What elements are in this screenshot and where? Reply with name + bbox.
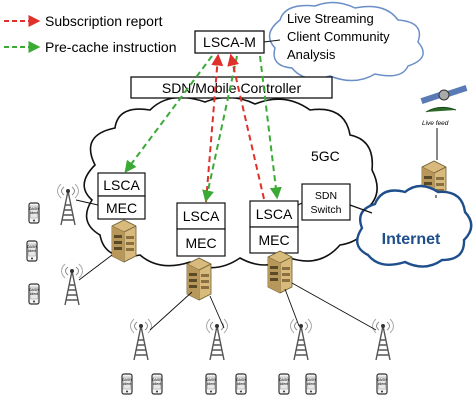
lsca-box-3 (249, 200, 299, 228)
cell-tower-icon (129, 318, 153, 361)
analysis-cloud-line1: Live Streaming (287, 11, 374, 26)
tower-link (149, 291, 193, 331)
svg-text:DASH: DASH (122, 378, 132, 382)
svg-text:DASH: DASH (152, 378, 162, 382)
tower-link (291, 282, 377, 331)
dash-client-device: DASH client (28, 202, 40, 224)
live-feed-label: Live feed (422, 120, 449, 127)
svg-text:client: client (237, 382, 245, 386)
cell-tower-icon (56, 183, 80, 226)
dash-client-device: DASH client (235, 373, 247, 395)
svg-text:DASH: DASH (306, 378, 316, 382)
tower-link (209, 295, 225, 329)
dash-client-device: DASH client (121, 373, 133, 395)
svg-text:DASH: DASH (27, 245, 37, 249)
subscription-arrow-node3 (227, 53, 265, 200)
precache-arrow-node3 (259, 55, 282, 200)
dash-client-device: DASH client (376, 373, 388, 395)
mec-label-3: MEC (258, 232, 289, 248)
legend-precache-label: Pre-cache instruction (45, 39, 177, 55)
analysis-cloud (268, 1, 424, 82)
mec-box-3 (249, 226, 299, 254)
svg-text:DASH: DASH (29, 288, 39, 292)
internet-cloud (356, 184, 473, 268)
lsca-m-label: LSCA-M (203, 34, 256, 50)
mec-label-2: MEC (185, 235, 216, 251)
precache-arrow-node1 (124, 55, 213, 173)
cell-tower-icon (60, 263, 84, 306)
svg-text:client: client (207, 382, 215, 386)
server-rack-icon (111, 219, 137, 263)
internet-label: Internet (382, 231, 441, 248)
svg-text:client: client (30, 292, 38, 296)
lsca-m-to-analysis-link (263, 39, 281, 43)
svg-text:client: client (280, 382, 288, 386)
mec-to-switch-link (297, 202, 303, 206)
subscription-arrow-node2 (205, 53, 224, 203)
svg-text:client: client (123, 382, 131, 386)
cell-tower-icon (289, 318, 313, 361)
svg-text:client: client (307, 382, 315, 386)
dash-client-device: DASH client (151, 373, 163, 395)
lsca-box-2 (176, 202, 226, 230)
tower-link (78, 254, 113, 281)
dash-client-device: DASH client (305, 373, 317, 395)
precache-arrow-node2 (202, 55, 238, 203)
dash-client-device: DASH client (26, 240, 38, 262)
cell-tower-icon (371, 318, 395, 361)
mec-box-1 (97, 195, 146, 220)
svg-text:client: client (153, 382, 161, 386)
svg-text:DASH: DASH (377, 378, 387, 382)
tower-link (284, 288, 300, 327)
svg-text:client: client (30, 211, 38, 215)
dash-client-device: DASH client (28, 283, 40, 305)
lsca-label-2: LSCA (183, 208, 220, 224)
cell-tower-icon (205, 318, 229, 361)
server-rack-icon (267, 250, 293, 294)
svg-text:DASH: DASH (206, 378, 216, 382)
sdn-switch-box (301, 183, 351, 221)
svg-text:DASH: DASH (236, 378, 246, 382)
dash-client-device: DASH client (278, 373, 290, 395)
svg-text:DASH: DASH (279, 378, 289, 382)
analysis-cloud-line2: Client Community (287, 29, 390, 44)
switch-to-internet-link (349, 204, 373, 214)
sdn-switch-label-line2: Switch (311, 204, 342, 216)
fivegc-label: 5GC (311, 148, 340, 164)
satellite-icon (420, 85, 468, 113)
mec-label-1: MEC (106, 200, 137, 216)
lsca-label-3: LSCA (256, 206, 293, 222)
sdn-switch-label-line1: SDN (315, 190, 337, 202)
svg-text:client: client (378, 382, 386, 386)
legend-subscription-label: Subscription report (45, 13, 163, 29)
analysis-cloud-line3: Analysis (287, 47, 336, 62)
dash-client-device: DASH client (205, 373, 217, 395)
lsca-label-1: LSCA (103, 177, 140, 193)
svg-text:DASH: DASH (29, 207, 39, 211)
sdn-mobile-controller-label: SDN/Mobile Controller (162, 80, 302, 96)
tower-link (75, 199, 99, 206)
mec-box-2 (176, 228, 226, 257)
svg-text:client: client (28, 249, 36, 253)
